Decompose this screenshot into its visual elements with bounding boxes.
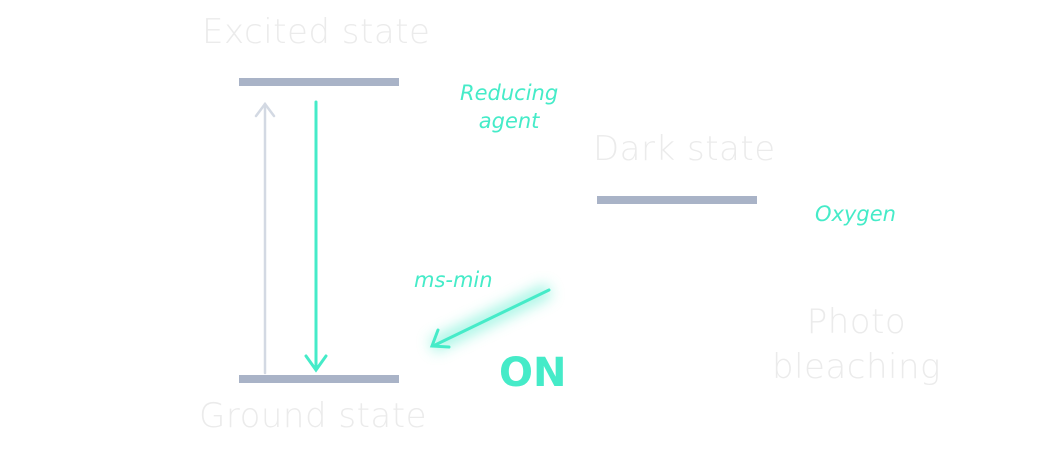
reducing-agent-label: Reducing agent: [460, 79, 558, 135]
emission-arrow: [304, 100, 328, 373]
reducing-agent-line-2: agent: [478, 109, 540, 133]
dark-state-level: [597, 196, 757, 204]
reducing-agent-line-1: Reducing: [460, 81, 559, 105]
photobleaching-line-1: Photo: [806, 302, 907, 342]
timescale-label: ms-min: [414, 268, 493, 292]
excited-state-label: Excited state: [202, 12, 431, 52]
on-state-label: ON: [499, 350, 567, 396]
photobleaching-label: Photo bleaching: [772, 300, 941, 390]
oxygen-label: Oxygen: [815, 202, 896, 226]
excitation-arrow: [254, 101, 276, 375]
dark-state-label: Dark state: [593, 129, 776, 169]
ground-state-level: [239, 375, 399, 383]
excited-state-level: [239, 78, 399, 86]
ground-state-label: Ground state: [199, 396, 427, 436]
photobleaching-line-2: bleaching: [772, 347, 941, 387]
return-arrow: [429, 288, 551, 349]
